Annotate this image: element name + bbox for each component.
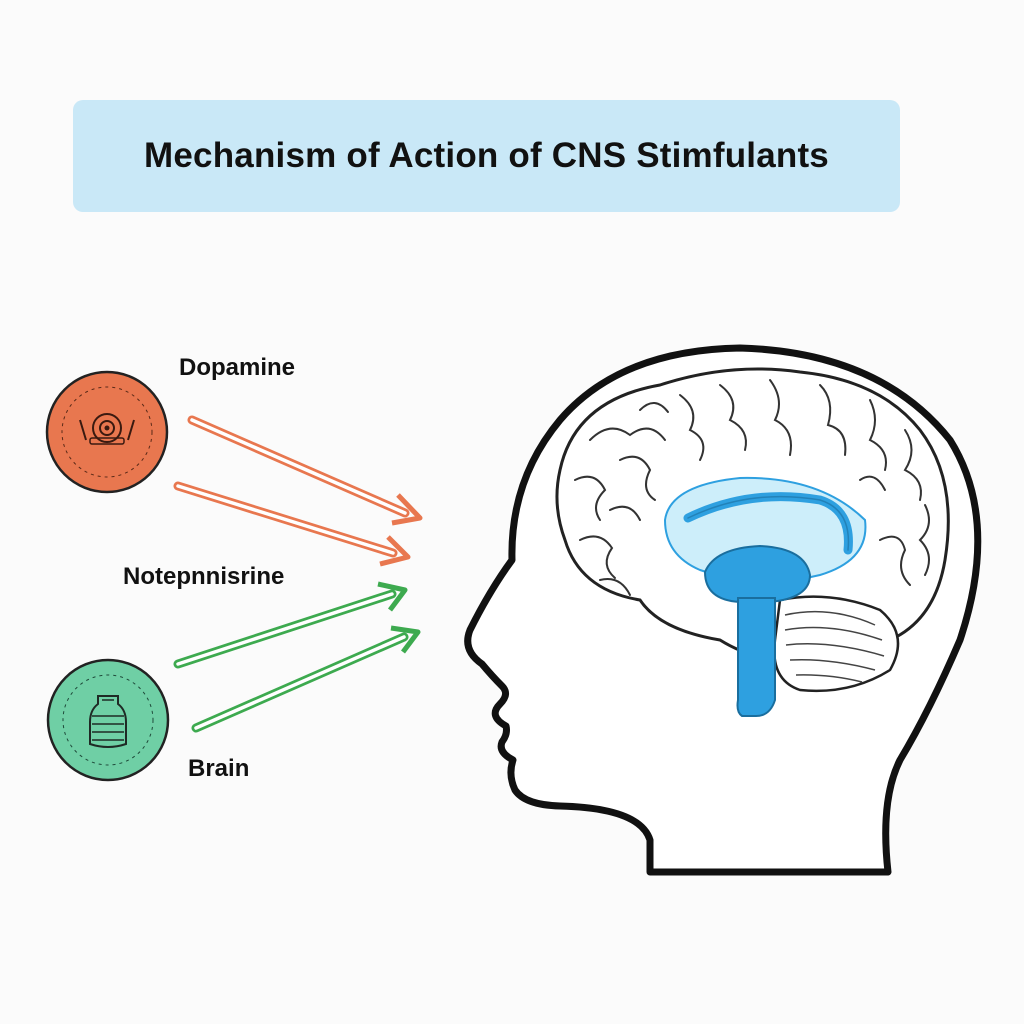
brain-icon (555, 367, 950, 717)
norepinephrine-label: Notepnnisrine (123, 563, 285, 590)
dopamine-arrow-1 (187, 415, 423, 526)
norepinephrine-arrow-1 (173, 581, 408, 669)
page-title: Mechanism of Action of CNS Stimfulants (144, 136, 829, 175)
norepinephrine-arrow-2 (191, 625, 421, 733)
brain-label: Brain (188, 755, 250, 782)
dopamine-label: Dopamine (179, 354, 296, 381)
dopamine-pill-icon (45, 370, 169, 494)
title-banner: Mechanism of Action of CNS Stimfulants (73, 100, 900, 212)
dopamine-arrow-2 (173, 481, 411, 567)
brain-pill-icon (46, 658, 170, 782)
